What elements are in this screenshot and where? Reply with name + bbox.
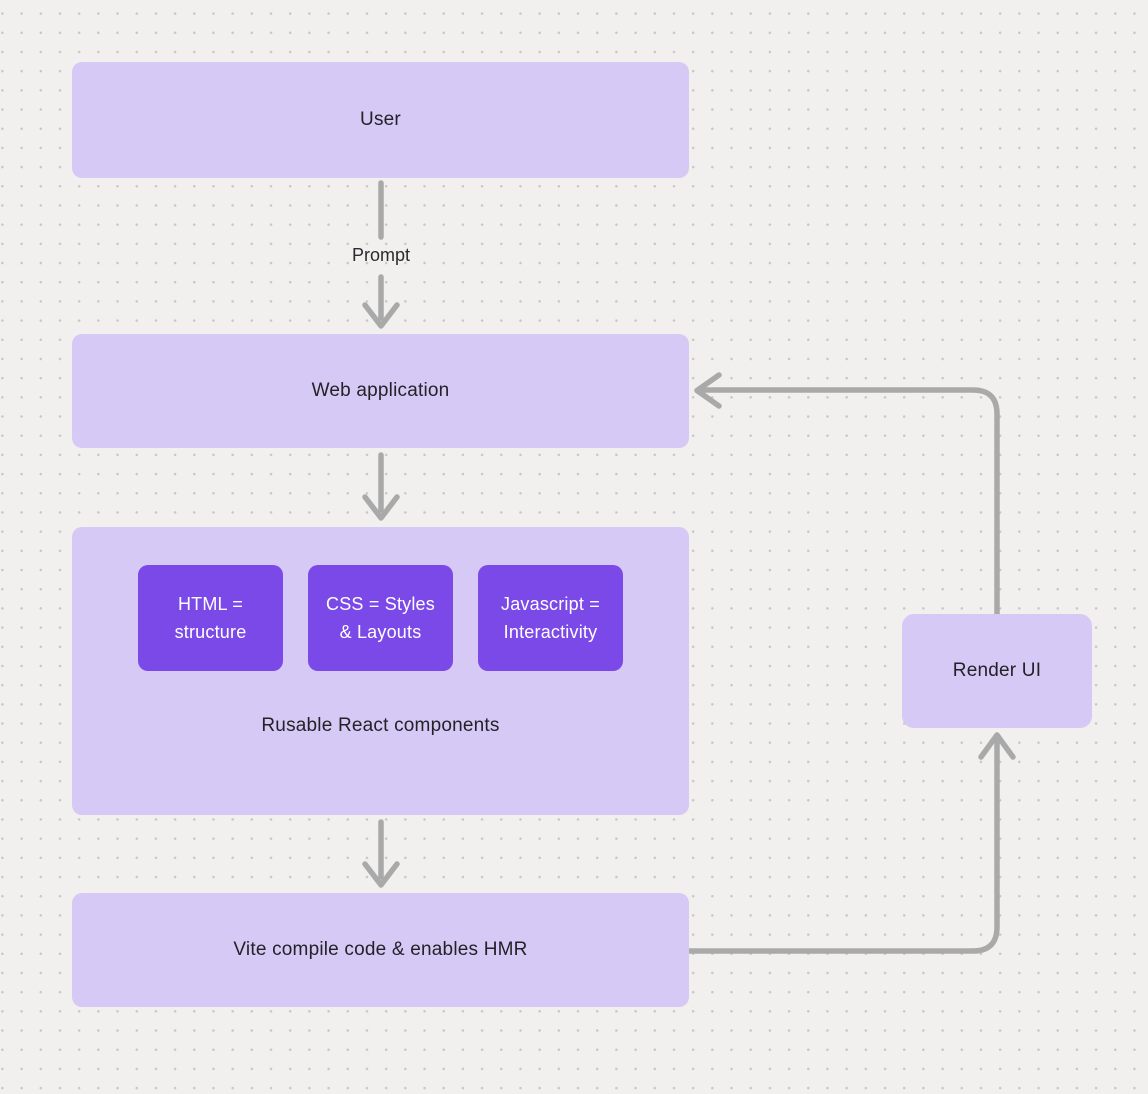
- chip-javascript-line2: Interactivity: [503, 622, 598, 642]
- node-web-application-label: Web application: [311, 380, 450, 401]
- node-web-application: Web application: [72, 334, 689, 448]
- chip-javascript: Javascript = Interactivity: [478, 565, 623, 671]
- arrowhead-down-components: [362, 494, 400, 521]
- arrowhead-down-webapp: [362, 302, 400, 329]
- chip-html: HTML = structure: [138, 565, 283, 671]
- chip-css-line2: & Layouts: [339, 622, 422, 642]
- edge-vite-to-renderui: [687, 735, 1000, 954]
- arrowhead-left-webapp: [694, 372, 722, 409]
- node-vite-label: Vite compile code & enables HMR: [233, 939, 528, 960]
- edge-label-prompt: Prompt: [351, 245, 411, 265]
- chip-javascript-line1: Javascript =: [501, 594, 600, 614]
- node-render-ui-label: Render UI: [952, 660, 1042, 681]
- arrowhead-up-renderui: [978, 732, 1016, 760]
- chip-css-line1: CSS = Styles: [326, 594, 435, 614]
- node-vite: Vite compile code & enables HMR: [72, 893, 689, 1007]
- edge-renderui-to-webapp: [698, 387, 1000, 617]
- chip-html-line2: structure: [174, 622, 247, 642]
- node-components-group: HTML = structure CSS = Styles & Layouts …: [72, 527, 689, 815]
- node-user: User: [72, 62, 689, 178]
- components-caption: Rusable React components: [261, 715, 500, 736]
- chip-html-line1: HTML =: [177, 594, 244, 614]
- node-render-ui: Render UI: [902, 614, 1092, 728]
- chip-css: CSS = Styles & Layouts: [308, 565, 453, 671]
- node-user-label: User: [360, 109, 401, 130]
- arrowhead-down-vite: [362, 861, 400, 888]
